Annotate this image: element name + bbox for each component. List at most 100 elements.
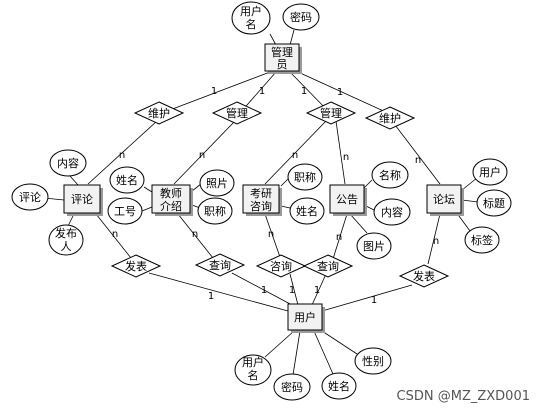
entity-exam-consult: 考研 咨询 [242,184,282,216]
relationship-label: 管理 [226,106,248,120]
attribute-label-line1: 发布 [55,226,77,240]
attribute-user-name: 姓名 [321,372,357,400]
relationship-query-teacher: 查询 [194,253,246,277]
attribute-label: 性别 [362,354,384,368]
relationship-manage-teacher: 管理 [211,101,263,125]
cardinality-labels: 1 1 1 1 n n n n n n n n n n 1 1 1 1 1 [112,86,439,306]
attribute-admin-password: 密码 [282,3,320,31]
cardinality-n: n [199,150,205,161]
entity-label-line1: 管理 [271,45,293,59]
cardinality-1: 1 [337,87,343,98]
entity-user: 用户 [287,303,325,333]
relationship-label: 查询 [209,258,231,272]
entity-notice: 公告 [329,184,367,216]
attribute-admin-username: 用户 名 [231,1,271,35]
cardinality-n: n [433,236,439,247]
relationship-label: 发表 [413,269,435,283]
cardinality-n: n [119,150,125,161]
attribute-comment-comment: 评论 [11,183,49,211]
relationship-label: 咨询 [270,259,292,273]
attribute-notice-content: 内容 [373,198,411,226]
entity-label-line2: 咨询 [250,199,272,213]
attribute-label: 姓名 [296,204,318,218]
attribute-teacher-id: 工号 [107,197,143,225]
cardinality-1: 1 [259,86,265,97]
attribute-label: 职称 [294,170,316,184]
relationship-label: 管理 [320,106,342,120]
entity-label: 用户 [294,310,316,324]
relationship-maintain-forum: 维护 [364,106,416,130]
cardinality-n: n [268,229,274,240]
relationship-maintain-comment: 维护 [133,101,185,125]
attribute-label: 标签 [471,233,493,247]
attribute-label: 姓名 [116,173,138,187]
attribute-user-password: 密码 [273,373,311,401]
entity-label-line1: 教师 [160,187,182,200]
entity-label: 评论 [71,192,93,206]
attribute-label: 工号 [114,205,136,218]
attribute-label: 职称 [204,204,226,218]
cardinality-n: n [112,229,118,240]
cardinality-n: n [415,155,421,166]
attribute-exam-name: 姓名 [289,197,325,225]
attribute-notice-name: 名称 [371,161,409,189]
entity-label-line1: 考研 [250,187,272,200]
attribute-teacher-photo: 照片 [199,169,235,197]
attribute-label: 内容 [57,156,79,170]
entity-forum: 论坛 [426,184,464,216]
relationship-label: 查询 [317,259,339,273]
attribute-user-gender: 性别 [354,347,392,375]
attribute-label-line1: 用户 [242,355,264,369]
attribute-user-username: 用户 名 [234,354,272,386]
connector-lines [43,29,479,376]
attribute-label: 照片 [206,177,228,190]
relationship-query-notice: 查询 [302,254,354,278]
attribute-label: 密码 [290,10,312,24]
relationship-label: 发表 [125,259,147,273]
cardinality-1: 1 [301,86,307,97]
attribute-label: 评论 [19,190,41,204]
attribute-label: 密码 [281,380,303,394]
attribute-teacher-name: 姓名 [109,166,145,194]
attribute-label-line1: 用户 [240,4,262,18]
relationship-manage-notice: 管理 [305,101,357,125]
attribute-forum-tag: 标签 [464,226,500,254]
attribute-comment-content: 内容 [49,149,87,177]
entity-teacher-intro: 教师 介绍 [151,184,193,216]
cardinality-n: n [192,229,198,240]
attribute-label-line2: 名 [248,368,259,382]
attribute-teacher-title: 职称 [197,197,233,225]
cardinality-1: 1 [314,285,320,296]
attribute-label: 姓名 [328,379,350,393]
relationship-publish-comment: 发表 [110,254,162,278]
entity-comment: 评论 [63,184,103,216]
entity-label: 论坛 [433,192,455,206]
attribute-label: 标题 [483,196,505,210]
attribute-label: 名称 [379,168,401,182]
relationship-label: 维护 [379,111,401,125]
entity-label-line2: 员 [277,58,288,71]
attribute-forum-title: 标题 [476,189,512,217]
cardinality-1: 1 [261,285,267,296]
cardinality-1: 1 [289,285,295,296]
entity-admin: 管理 员 [264,43,302,74]
cardinality-n: n [292,150,298,161]
cardinality-1: 1 [208,291,214,302]
relationship-label: 维护 [148,106,170,120]
cardinality-n: n [336,232,342,243]
relationship-consult-exam: 咨询 [255,254,307,278]
attribute-label: 用户 [479,165,501,179]
attribute-comment-publisher: 发布 人 [48,224,84,256]
entity-label-line2: 介绍 [160,199,182,213]
cardinality-1: 1 [371,295,377,306]
relationship-publish-forum: 发表 [398,264,450,288]
cardinality-n: n [343,152,349,163]
attribute-label: 内容 [381,205,403,219]
attribute-label: 图片 [363,240,385,253]
attribute-exam-title: 职称 [287,163,323,191]
attribute-label-line2: 名 [246,17,257,31]
watermark: CSDN @MZ_ZXD001 [397,389,530,404]
attribute-forum-user: 用户 [472,158,508,186]
attribute-notice-image: 图片 [356,232,392,260]
